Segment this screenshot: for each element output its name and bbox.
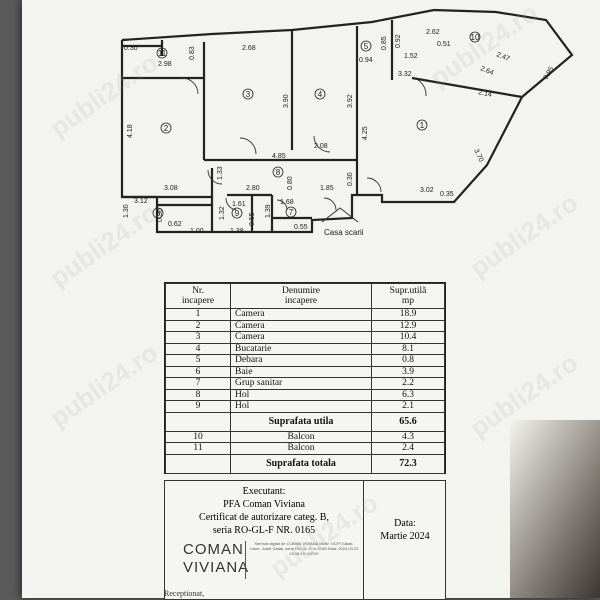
dimension-label: 0.55 [249, 212, 256, 226]
column-header-nr: Nr. incapere [165, 283, 231, 309]
dimension-label: 4.25 [362, 126, 369, 140]
dimension-label: 1.32 [219, 206, 226, 220]
table-header-row: Nr. incapere Denumire incapere Supr.util… [165, 283, 445, 309]
dimension-label: 0.80 [287, 176, 294, 190]
signature-block: Executant: PFA Coman Viviana Certificat … [164, 480, 446, 600]
dimension-label: 0.30 [347, 172, 354, 186]
certificate-series: seria RO-GL-F NR. 0165 [212, 525, 316, 536]
useful-area-label: Suprafata utila [230, 411, 372, 432]
room-number: 2 [164, 124, 169, 133]
useful-area-value: 65.6 [371, 411, 445, 432]
date-label: Data: [394, 518, 416, 529]
column-header-name: Denumire incapere [230, 283, 372, 309]
dimension-label: 0.85 [381, 36, 388, 50]
room-number: 5 [364, 42, 369, 51]
dimension-label: 1.52 [404, 53, 418, 60]
dimension-label: 2.47 [495, 51, 510, 63]
room-number: 9 [235, 209, 240, 218]
dimension-label: 2.14 [478, 89, 493, 99]
dimension-label: 0.95 [543, 66, 556, 81]
room-number: 11 [158, 49, 167, 58]
dimension-label: 0.30 [157, 208, 164, 222]
room-area-table: Nr. incapere Denumire incapere Supr.util… [164, 282, 446, 474]
watermark: publi24.ro [44, 337, 164, 434]
total-area-label: Suprafata totala [230, 453, 372, 474]
dimension-label: 1.61 [232, 201, 246, 208]
dimension-label: 3.92 [347, 94, 354, 108]
dimension-label: 0.51 [437, 41, 451, 48]
receipt-label: Receptionat, [164, 589, 205, 598]
dimension-label: 1.68 [280, 199, 294, 206]
dimension-label: 1.00 [190, 228, 204, 235]
room-number: 7 [289, 208, 294, 217]
dimension-label: 2.64 [479, 65, 494, 77]
dimension-label: 1.38 [230, 228, 244, 235]
dimension-label: 0.30 [124, 45, 138, 52]
dimension-label: 0.83 [189, 46, 196, 60]
room-number: 6 [156, 209, 161, 218]
dimension-label: 3.32 [398, 71, 412, 78]
date-block: Data: Martie 2024 [365, 517, 445, 543]
dimension-label: 0.35 [440, 191, 454, 198]
room-number: 1 [420, 121, 425, 130]
dimension-label: 0.92 [395, 34, 402, 48]
total-area-value: 72.3 [371, 453, 445, 474]
floor-plan: 1 2 3 4 5 6 7 8 9 10 11 0.30 2.98 0.83 2… [120, 8, 574, 237]
executant-info: Executant: PFA Coman Viviana Certificat … [165, 481, 364, 599]
dimension-label: 1.30 [123, 204, 130, 218]
dimension-label: 0.55 [294, 224, 308, 231]
dimension-label: 3.70 [472, 148, 484, 163]
dimension-label: 0.62 [168, 221, 182, 228]
executant-title: Executant: [242, 486, 286, 497]
hand-shadow [510, 420, 600, 598]
dimension-label: 1.33 [217, 166, 224, 180]
room-number: 4 [318, 90, 323, 99]
dimension-label: 2.68 [242, 45, 256, 52]
dimension-label: 1.39 [265, 204, 272, 218]
dimension-label: 1.85 [320, 185, 334, 192]
room-number: 3 [246, 90, 251, 99]
dimension-label: 0.94 [359, 57, 373, 64]
document-page: 1 2 3 4 5 6 7 8 9 10 11 0.30 2.98 0.83 2… [22, 0, 600, 600]
room-number: 8 [276, 168, 281, 177]
dimension-label: 3.08 [164, 185, 178, 192]
digital-signature-stamp: COMAN VIVIANA Semnat digital de COMAN VI… [175, 539, 360, 581]
dimension-label: 2.08 [314, 143, 328, 150]
column-header-area: Supr.utilă mp [371, 283, 445, 309]
dimension-label: 2.98 [158, 61, 172, 68]
dimension-label: 4.18 [127, 124, 134, 138]
dimension-label: 3.02 [420, 187, 434, 194]
stair-label: Casa scarii [324, 228, 364, 237]
executant-name: PFA Coman Viviana [223, 499, 305, 510]
dimension-label: 2.80 [246, 185, 260, 192]
dimension-label: 3.12 [134, 198, 148, 205]
dimension-label: 3.90 [283, 94, 290, 108]
dimension-label: 2.62 [426, 29, 440, 36]
date-value: Martie 2024 [380, 531, 430, 542]
dimension-label: 4.85 [272, 153, 286, 160]
certificate-text: Certificat de autorizare categ. B, [199, 512, 329, 523]
room-number: 10 [471, 33, 480, 42]
